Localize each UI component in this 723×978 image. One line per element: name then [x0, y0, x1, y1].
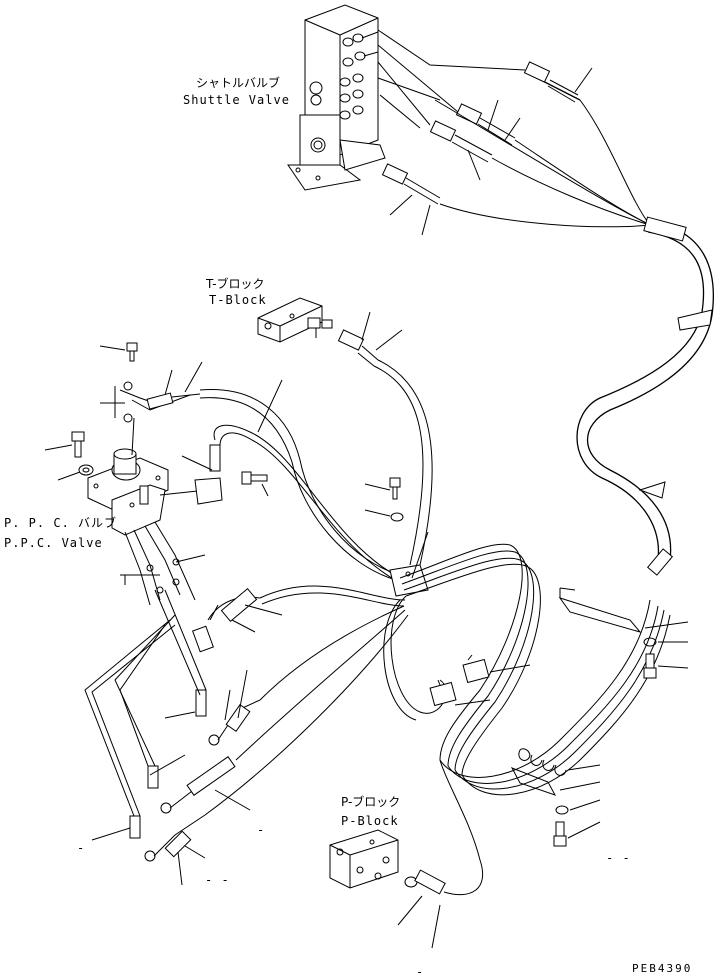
ppc-valve-label-jp: P. P. C. バルブ — [4, 515, 117, 530]
dash-mark-a: - — [257, 823, 265, 837]
ppc-valve-label-en: P.P.C. Valve — [4, 536, 103, 550]
t-block-hose — [337, 311, 433, 566]
center-bundle — [383, 543, 671, 796]
p-block-hose — [397, 759, 484, 949]
drawing-code: PEB4390 — [632, 962, 692, 975]
ppc-hoses-upper — [159, 379, 405, 586]
t-block-label-en: T-Block — [209, 293, 267, 307]
p-block-label-en: P-Block — [341, 814, 399, 828]
dash-mark-b: - — [77, 841, 85, 855]
dash-mark-e: - — [416, 965, 424, 978]
dash-mark-d: - - — [205, 873, 230, 887]
main-hose-bundle — [576, 216, 714, 576]
right-clamps — [510, 587, 689, 847]
center-clamp — [364, 477, 429, 597]
shuttle-valve-label-jp: シャトルバルブ — [196, 75, 280, 90]
shuttle-valve-label-en: Shuttle Valve — [183, 93, 290, 107]
t-block-label-jp: T-ブロック — [205, 276, 265, 291]
lower-hoses — [84, 585, 409, 886]
ppc-bolts — [44, 342, 203, 481]
dash-mark-c: - - — [606, 851, 631, 865]
ppc-valve — [87, 448, 206, 606]
shuttle-valve — [287, 4, 386, 191]
t-block — [257, 297, 333, 343]
p-block — [329, 829, 399, 889]
p-block-label-jp: P-ブロック — [341, 794, 400, 809]
shuttle-hoses — [377, 29, 651, 236]
